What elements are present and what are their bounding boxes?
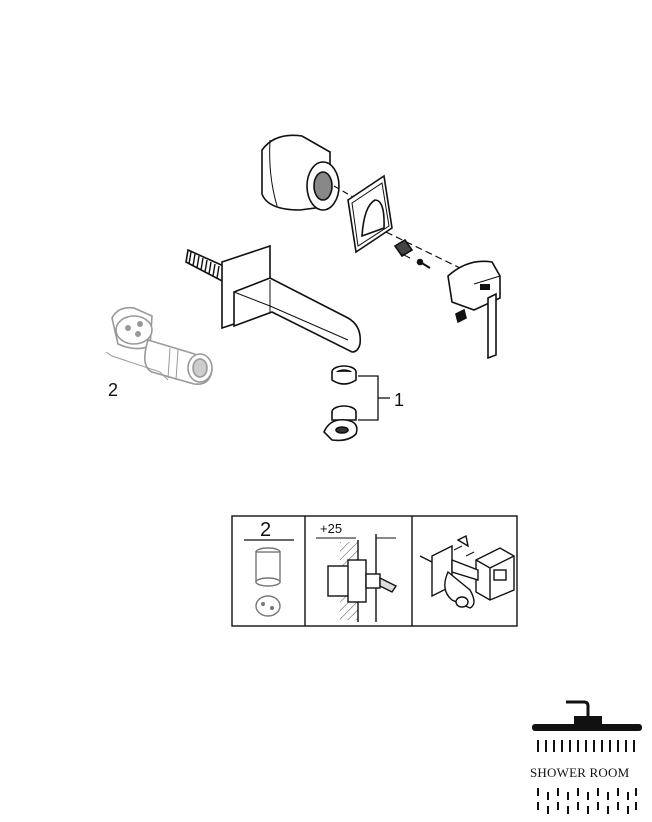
logo-text: SHOWER ROOM xyxy=(530,765,630,780)
depth-dimension-label: +25 xyxy=(320,521,342,536)
spout-part xyxy=(185,244,362,353)
screw-part xyxy=(416,258,431,269)
cartridge-part xyxy=(111,306,213,386)
callout-1-label: 1 xyxy=(394,390,404,410)
connector-part xyxy=(393,238,414,259)
square-wall-plate xyxy=(347,174,393,254)
shower-room-logo: SHOWER ROOM xyxy=(530,700,642,814)
cartridge-detail-label: 2 xyxy=(260,519,271,541)
shower-drops-upper xyxy=(537,740,635,752)
wall-depth-detail xyxy=(316,534,398,622)
cartridge-detail xyxy=(244,539,294,617)
aerator-part xyxy=(331,365,357,385)
lever-handle-part xyxy=(447,260,501,360)
exploded-parts-view xyxy=(105,134,501,442)
in-wall-box-detail xyxy=(419,534,515,609)
aerator-key-part xyxy=(323,405,358,442)
installation-panel xyxy=(231,515,518,627)
round-cap-part xyxy=(261,134,340,211)
shower-drops-lower xyxy=(537,788,637,814)
callout-2-label: 2 xyxy=(108,380,118,400)
